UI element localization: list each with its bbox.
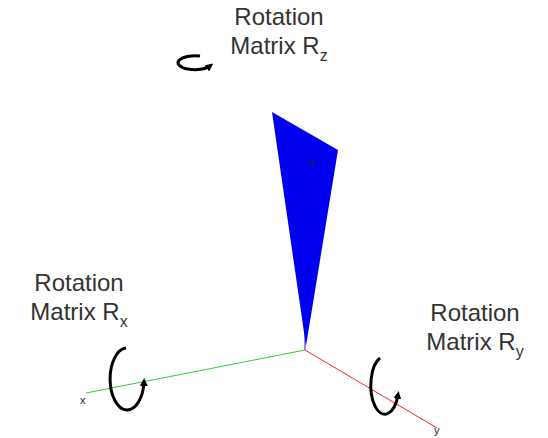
- rotation-arrow: [110, 348, 144, 410]
- axis-label: x: [80, 394, 86, 406]
- rotation-arrow: [178, 56, 210, 70]
- rotation-arrow: [371, 358, 398, 414]
- y-axis: [305, 350, 437, 428]
- rotation-label: Rotation Matrix Ry: [410, 298, 540, 366]
- rotation-label: Rotation Matrix Rz: [214, 2, 344, 70]
- subscript: y: [516, 343, 524, 360]
- subscript: x: [120, 313, 128, 330]
- label-text: Rotation Matrix R: [426, 299, 519, 355]
- label-text: Rotation Matrix R: [230, 3, 323, 59]
- subscript: z: [320, 47, 328, 64]
- rotation-label: Rotation Matrix Rx: [14, 268, 144, 336]
- wedge-shape: [272, 112, 338, 346]
- x-axis: [86, 350, 305, 393]
- axis-label: y: [434, 424, 440, 436]
- axis-label: z: [309, 156, 315, 168]
- label-text: Rotation Matrix R: [30, 269, 123, 325]
